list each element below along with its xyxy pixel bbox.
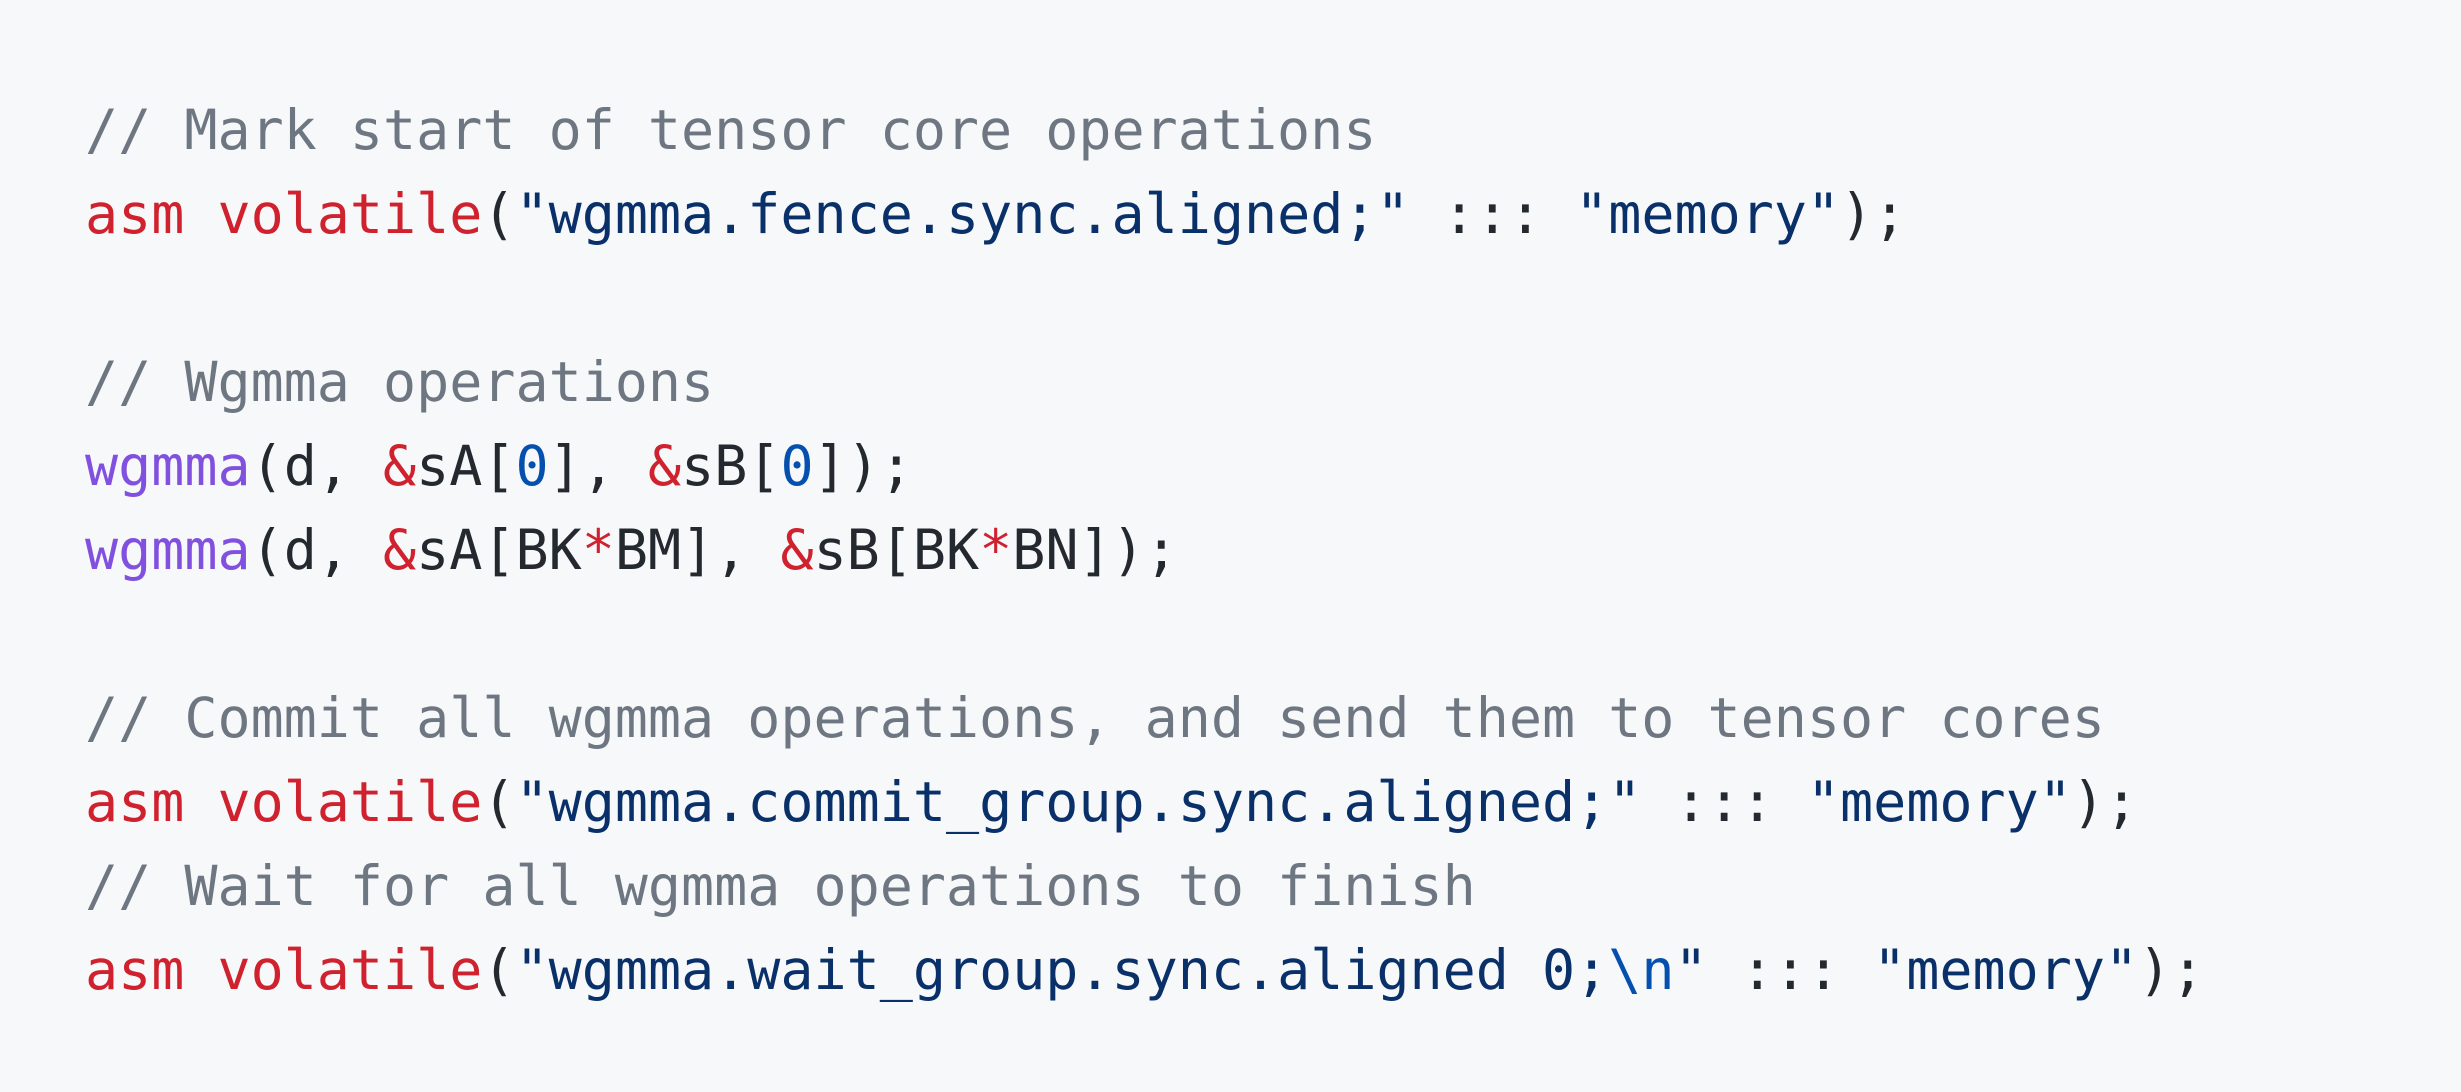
code-end: ); [2071, 770, 2139, 834]
number-literal: 0 [515, 434, 549, 498]
code-colons: ::: [1641, 770, 1807, 834]
code-line-wgmma-call-1: wgmma(d, &sA[0], &sB[0]); [85, 424, 2461, 508]
keyword-asm: asm [85, 770, 185, 834]
code-end: BN]); [1012, 518, 1178, 582]
operator-ampersand: & [383, 434, 417, 498]
code-line-commit-group: asm volatile("wgmma.commit_group.sync.al… [85, 760, 2461, 844]
code-line-wait-group: asm volatile("wgmma.wait_group.sync.alig… [85, 928, 2461, 1012]
code-line-comment-wgmma-ops: // Wgmma operations [85, 340, 2461, 424]
code-colons: ::: [1409, 182, 1576, 246]
code-line-wgmma-call-2: wgmma(d, &sA[BK*BM], &sB[BK*BN]); [85, 508, 2461, 592]
code-paren: ( [482, 182, 516, 246]
code-string: "wgmma.wait_group.sync.aligned 0; [515, 938, 1609, 1002]
code-line-comment-commit: // Commit all wgmma operations, and send… [85, 676, 2461, 760]
code-string-memory: "memory" [1873, 938, 2139, 1002]
code-string: "wgmma.fence.sync.aligned;" [515, 182, 1410, 246]
operator-ampersand: & [383, 518, 417, 582]
code-args: sB[ [681, 434, 781, 498]
code-string-quote: " [1674, 938, 1708, 1002]
number-literal: 0 [780, 434, 814, 498]
keyword-asm: asm [85, 182, 185, 246]
code-line-comment-wait: // Wait for all wgmma operations to fini… [85, 844, 2461, 928]
function-wgmma: wgmma [85, 518, 251, 582]
code-paren: ( [482, 938, 516, 1002]
operator-multiply: * [979, 518, 1013, 582]
function-wgmma: wgmma [85, 434, 251, 498]
code-comment: // Mark start of tensor core operations [85, 98, 1377, 162]
code-args: sB[BK [813, 518, 980, 582]
operator-ampersand: & [647, 434, 682, 498]
operator-ampersand: & [780, 518, 814, 582]
code-end: ); [1840, 182, 1907, 246]
code-space [184, 182, 217, 246]
code-line-blank [85, 256, 2461, 340]
code-string: "wgmma.commit_group.sync.aligned;" [515, 770, 1642, 834]
code-args: (d, [250, 434, 384, 498]
keyword-asm: asm [85, 938, 185, 1002]
code-comment: // Wait for all wgmma operations to fini… [85, 854, 1476, 918]
code-end: ]); [813, 434, 913, 498]
operator-multiply: * [581, 518, 615, 582]
code-comment: // Commit all wgmma operations, and send… [85, 686, 2105, 750]
code-space [184, 938, 217, 1002]
keyword-volatile: volatile [217, 770, 483, 834]
keyword-volatile: volatile [217, 182, 483, 246]
code-paren: ( [482, 770, 516, 834]
keyword-volatile: volatile [217, 938, 483, 1002]
code-line-blank [85, 592, 2461, 676]
code-args: BM], [614, 518, 781, 582]
code-args: sA[BK [416, 518, 582, 582]
code-string-memory: "memory" [1575, 182, 1841, 246]
code-line-fence-sync: asm volatile("wgmma.fence.sync.aligned;"… [85, 172, 2461, 256]
code-line-comment-mark-start: // Mark start of tensor core operations [85, 88, 2461, 172]
code-args: sA[ [416, 434, 516, 498]
code-space [184, 770, 217, 834]
code-comment: // Wgmma operations [85, 350, 715, 414]
code-end: ); [2138, 938, 2205, 1002]
escape-sequence: \n [1608, 938, 1675, 1002]
code-args: ], [548, 434, 648, 498]
code-colons: ::: [1707, 938, 1874, 1002]
code-string-memory: "memory" [1806, 770, 2072, 834]
code-args: (d, [250, 518, 384, 582]
